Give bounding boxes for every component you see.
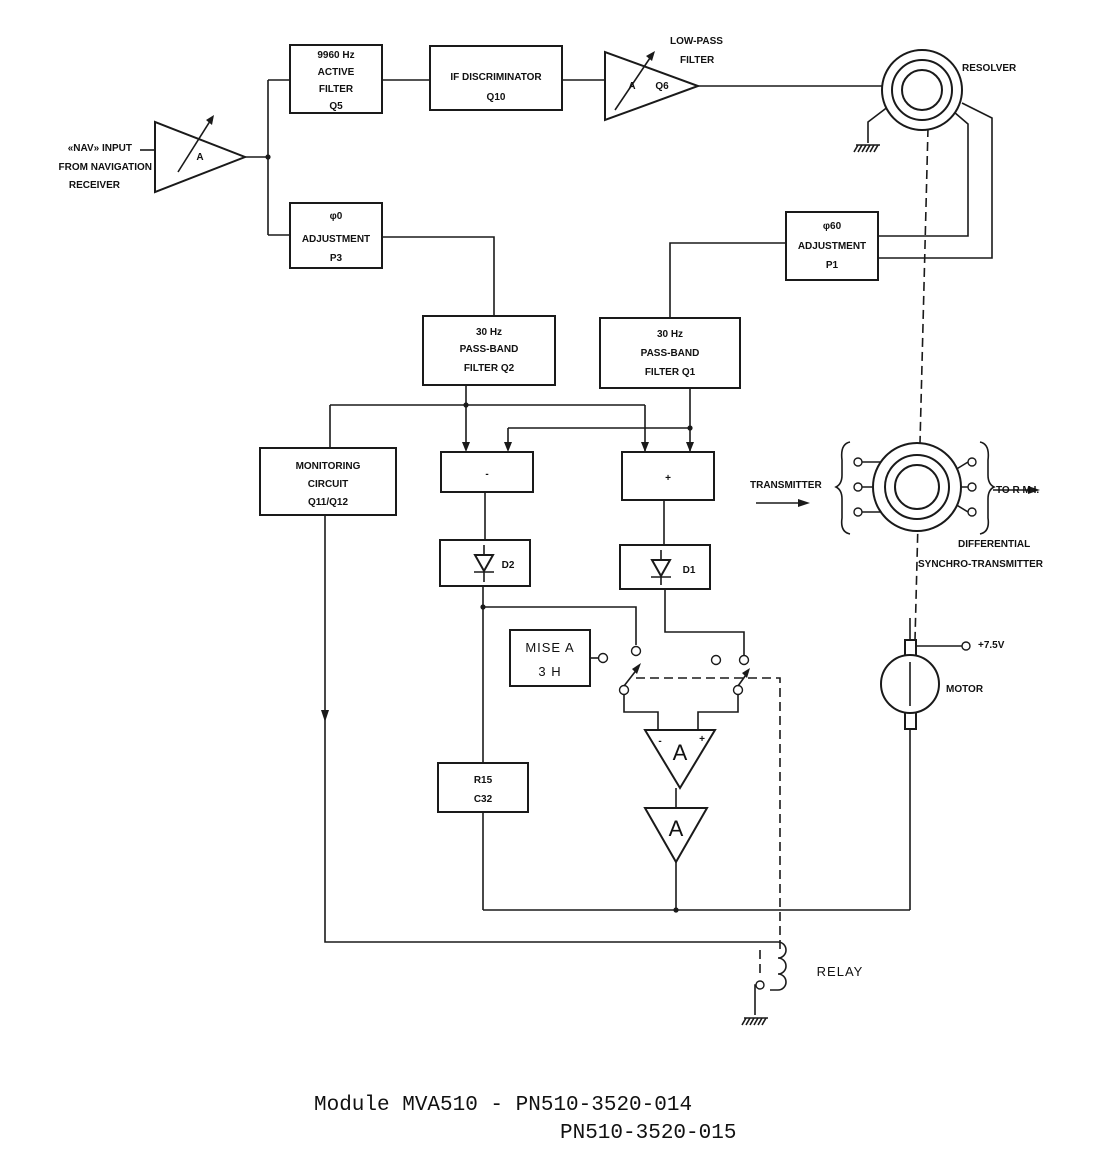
- active-filter-line4: Q5: [329, 101, 343, 112]
- resolver-label: RESOLVER: [962, 63, 1017, 74]
- mise-line1: MISE A: [525, 640, 574, 655]
- monitoring-line3: Q11/Q12: [308, 497, 348, 508]
- output-amplifier: A: [643, 807, 709, 865]
- low-pass-title1: LOW-PASS: [670, 36, 723, 47]
- comparator-minus-label: -: [485, 469, 488, 480]
- active-filter-line1: 9960 Hz: [317, 50, 354, 61]
- junctions: [265, 154, 693, 913]
- comparator-minus: -: [440, 451, 534, 493]
- adj-p1-line2: ADJUSTMENT: [798, 241, 866, 252]
- adj-p3-line3: P3: [330, 253, 343, 264]
- adj-p1-line3: P1: [826, 260, 839, 271]
- diff-amp-label: A: [673, 740, 688, 765]
- input-amplifier: A: [154, 115, 248, 194]
- bandpass-q1-line2: PASS-BAND: [641, 348, 700, 359]
- ground-resolver: [853, 144, 880, 153]
- diff-amp-minus: -: [658, 736, 661, 747]
- active-filter-line2: ACTIVE: [318, 67, 355, 78]
- mechanical-linkage: [636, 127, 929, 975]
- if-discriminator-q10: IF DISCRIMINATOR Q10: [429, 45, 563, 111]
- if-discriminator-line2: Q10: [487, 92, 506, 103]
- adj-p1-line1: φ60: [823, 221, 842, 232]
- rc-line1: R15: [474, 775, 493, 786]
- differential-line2: SYNCHRO-TRANSMITTER: [918, 559, 1044, 570]
- rc-line2: C32: [474, 794, 493, 805]
- relay-label: RELAY: [817, 964, 864, 979]
- nav-input-line2: FROM NAVIGATION: [58, 162, 152, 173]
- adjustment-p3: φ0 ADJUSTMENT P3: [289, 202, 383, 269]
- synchro-transmitter: TRANSMITTER TO R M I. DIFFERENTIAL SYNCH…: [750, 441, 1044, 570]
- motor-label: MOTOR: [946, 684, 984, 695]
- mise-a-3h-box: MISE A 3 H: [509, 629, 591, 687]
- module-caption: Module MVA510 - PN510-3520-014 PN510-352…: [314, 1094, 736, 1145]
- differential-amplifier: A - +: [643, 729, 717, 790]
- relay: RELAY: [755, 941, 864, 991]
- r15-c32: R15 C32: [437, 762, 529, 813]
- active-filter-line3: FILTER: [319, 84, 354, 95]
- bandpass-q2-line2: PASS-BAND: [460, 344, 519, 355]
- input-amp-label: A: [196, 152, 203, 163]
- low-pass-ref: Q6: [655, 81, 669, 92]
- switch-right: [710, 654, 750, 696]
- wires: [140, 79, 1032, 1015]
- nav-input-label: «NAV» INPUT FROM NAVIGATION RECEIVER: [58, 143, 152, 191]
- diode-d2-label: D2: [502, 560, 515, 571]
- caption-line2: PN510-3520-015: [560, 1122, 736, 1145]
- adj-p3-line1: φ0: [330, 211, 343, 222]
- monitoring-circuit: MONITORING CIRCUIT Q11/Q12: [259, 447, 397, 516]
- diode-d1: D1: [619, 544, 711, 590]
- switch-left: [597, 645, 642, 696]
- low-pass-amp-label: A: [628, 81, 635, 92]
- active-filter-q5: 9960 Hz ACTIVE FILTER Q5: [289, 44, 383, 114]
- comparator-plus: +: [621, 451, 715, 501]
- if-discriminator-line1: IF DISCRIMINATOR: [450, 72, 542, 83]
- differential-line1: DIFFERENTIAL: [958, 539, 1030, 550]
- out-amp-label: A: [669, 816, 684, 841]
- resolver: RESOLVER: [881, 49, 1017, 131]
- nav-input-line1: «NAV» INPUT: [68, 143, 132, 154]
- arrowheads: [321, 442, 1040, 722]
- ground-relay: [741, 1017, 768, 1026]
- to-rmi-label: TO R M I.: [996, 485, 1039, 496]
- caption-line1: Module MVA510 - PN510-3520-014: [314, 1094, 692, 1117]
- diode-d1-label: D1: [683, 565, 696, 576]
- adjustment-p1: φ60 ADJUSTMENT P1: [785, 211, 879, 281]
- bandpass-q2-line1: 30 Hz: [476, 327, 502, 338]
- mise-line2: 3 H: [538, 664, 561, 679]
- adj-p3-line2: ADJUSTMENT: [302, 234, 370, 245]
- monitoring-line2: CIRCUIT: [308, 479, 349, 490]
- bandpass-filter-q1: 30 Hz PASS-BAND FILTER Q1: [599, 317, 741, 389]
- monitoring-line1: MONITORING: [296, 461, 361, 472]
- bandpass-filter-q2: 30 Hz PASS-BAND FILTER Q2: [422, 315, 556, 386]
- comparator-plus-label: +: [665, 473, 671, 484]
- low-pass-filter-q6: LOW-PASS FILTER A Q6: [604, 36, 723, 122]
- transmitter-label: TRANSMITTER: [750, 480, 822, 491]
- nav-input-line3: RECEIVER: [69, 180, 121, 191]
- motor: MOTOR +7.5V: [880, 639, 1005, 730]
- low-pass-title2: FILTER: [680, 55, 715, 66]
- bandpass-q1-line3: FILTER Q1: [645, 367, 696, 378]
- bandpass-q1-line1: 30 Hz: [657, 329, 683, 340]
- diff-amp-plus: +: [699, 734, 705, 745]
- diode-d2: D2: [439, 539, 531, 587]
- supply-label: +7.5V: [978, 640, 1005, 651]
- bandpass-q2-line3: FILTER Q2: [464, 363, 515, 374]
